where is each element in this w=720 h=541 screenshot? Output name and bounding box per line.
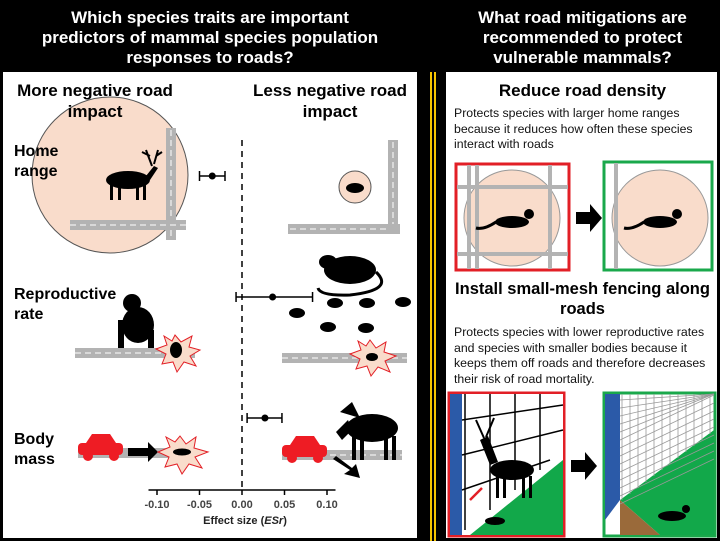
rat-icon: [316, 255, 383, 297]
road-surface: [450, 394, 462, 535]
car-icon: [282, 436, 327, 463]
single-road: [614, 163, 618, 269]
section2-title: Install small-mesh fencing along roads: [455, 280, 710, 318]
row-label-body-mass: Body mass: [14, 431, 55, 468]
marten-icon: [475, 209, 534, 230]
x-axis-title: Effect size (ESr): [170, 515, 320, 527]
weasel-icon: [173, 448, 191, 456]
caribou-icon: [106, 149, 163, 200]
section2-text: Protects species with lower reproductive…: [454, 325, 706, 386]
x-tick-label: 0.00: [231, 499, 252, 511]
road-grid: [70, 128, 186, 240]
col-less-negative: Less negative road impact: [252, 81, 407, 121]
road-surface: [605, 394, 620, 520]
row-label-home-range: Home range: [14, 143, 59, 180]
marten-icon: [485, 517, 505, 525]
fence-base: [620, 500, 660, 535]
right-header: What road mitigations are recommended to…: [478, 8, 687, 67]
x-tick-label: -0.05: [187, 499, 212, 511]
effect-estimate-point: [208, 172, 216, 180]
vole-icon: [346, 183, 364, 193]
young-chimp-icon: [170, 342, 182, 358]
x-axis-title-prefix: Effect size (: [203, 515, 265, 527]
deflect-arrow-icon: [333, 456, 360, 478]
car-icon: [78, 434, 123, 461]
rat-pup-icon: [366, 353, 378, 361]
x-tick-label: 0.10: [316, 499, 337, 511]
section1-title: Reduce road density: [498, 81, 667, 100]
section1-text: Protects species with larger home ranges…: [454, 106, 693, 151]
marten-icon: [623, 209, 682, 230]
grass: [470, 460, 563, 535]
x-axis-title-italic: ESr: [264, 515, 284, 527]
road-median-line: [430, 72, 432, 541]
effect-estimate-point: [269, 293, 277, 301]
marten-icon: [658, 505, 690, 521]
left-header: Which species traits are important predi…: [41, 8, 379, 67]
dense-road-grid: [457, 165, 568, 269]
x-tick-label: 0.05: [274, 499, 295, 511]
crossing-arrow-icon: [469, 487, 483, 501]
effect-estimate-point: [261, 414, 269, 422]
arrow-icon: [128, 442, 158, 462]
moose-icon: [336, 402, 398, 460]
chimpanzee-icon: [118, 294, 154, 352]
small-mesh-fence: [619, 393, 715, 505]
x-tick-label: -0.10: [144, 499, 169, 511]
forest-plot: -0.10 -0.05 0.00 0.05 0.10: [144, 140, 338, 511]
road-median-line: [434, 72, 436, 541]
arrow-icon: [571, 452, 597, 480]
col-more-negative: More negative road impact: [17, 81, 173, 121]
arrow-icon: [576, 204, 602, 232]
grass: [620, 430, 714, 535]
road-corner: [288, 140, 400, 234]
x-axis-title-suffix: ): [283, 515, 287, 527]
deer-icon: [475, 417, 534, 498]
rat-pups: [289, 297, 411, 333]
row-label-reproductive-rate: Reproductive rate: [14, 286, 117, 323]
